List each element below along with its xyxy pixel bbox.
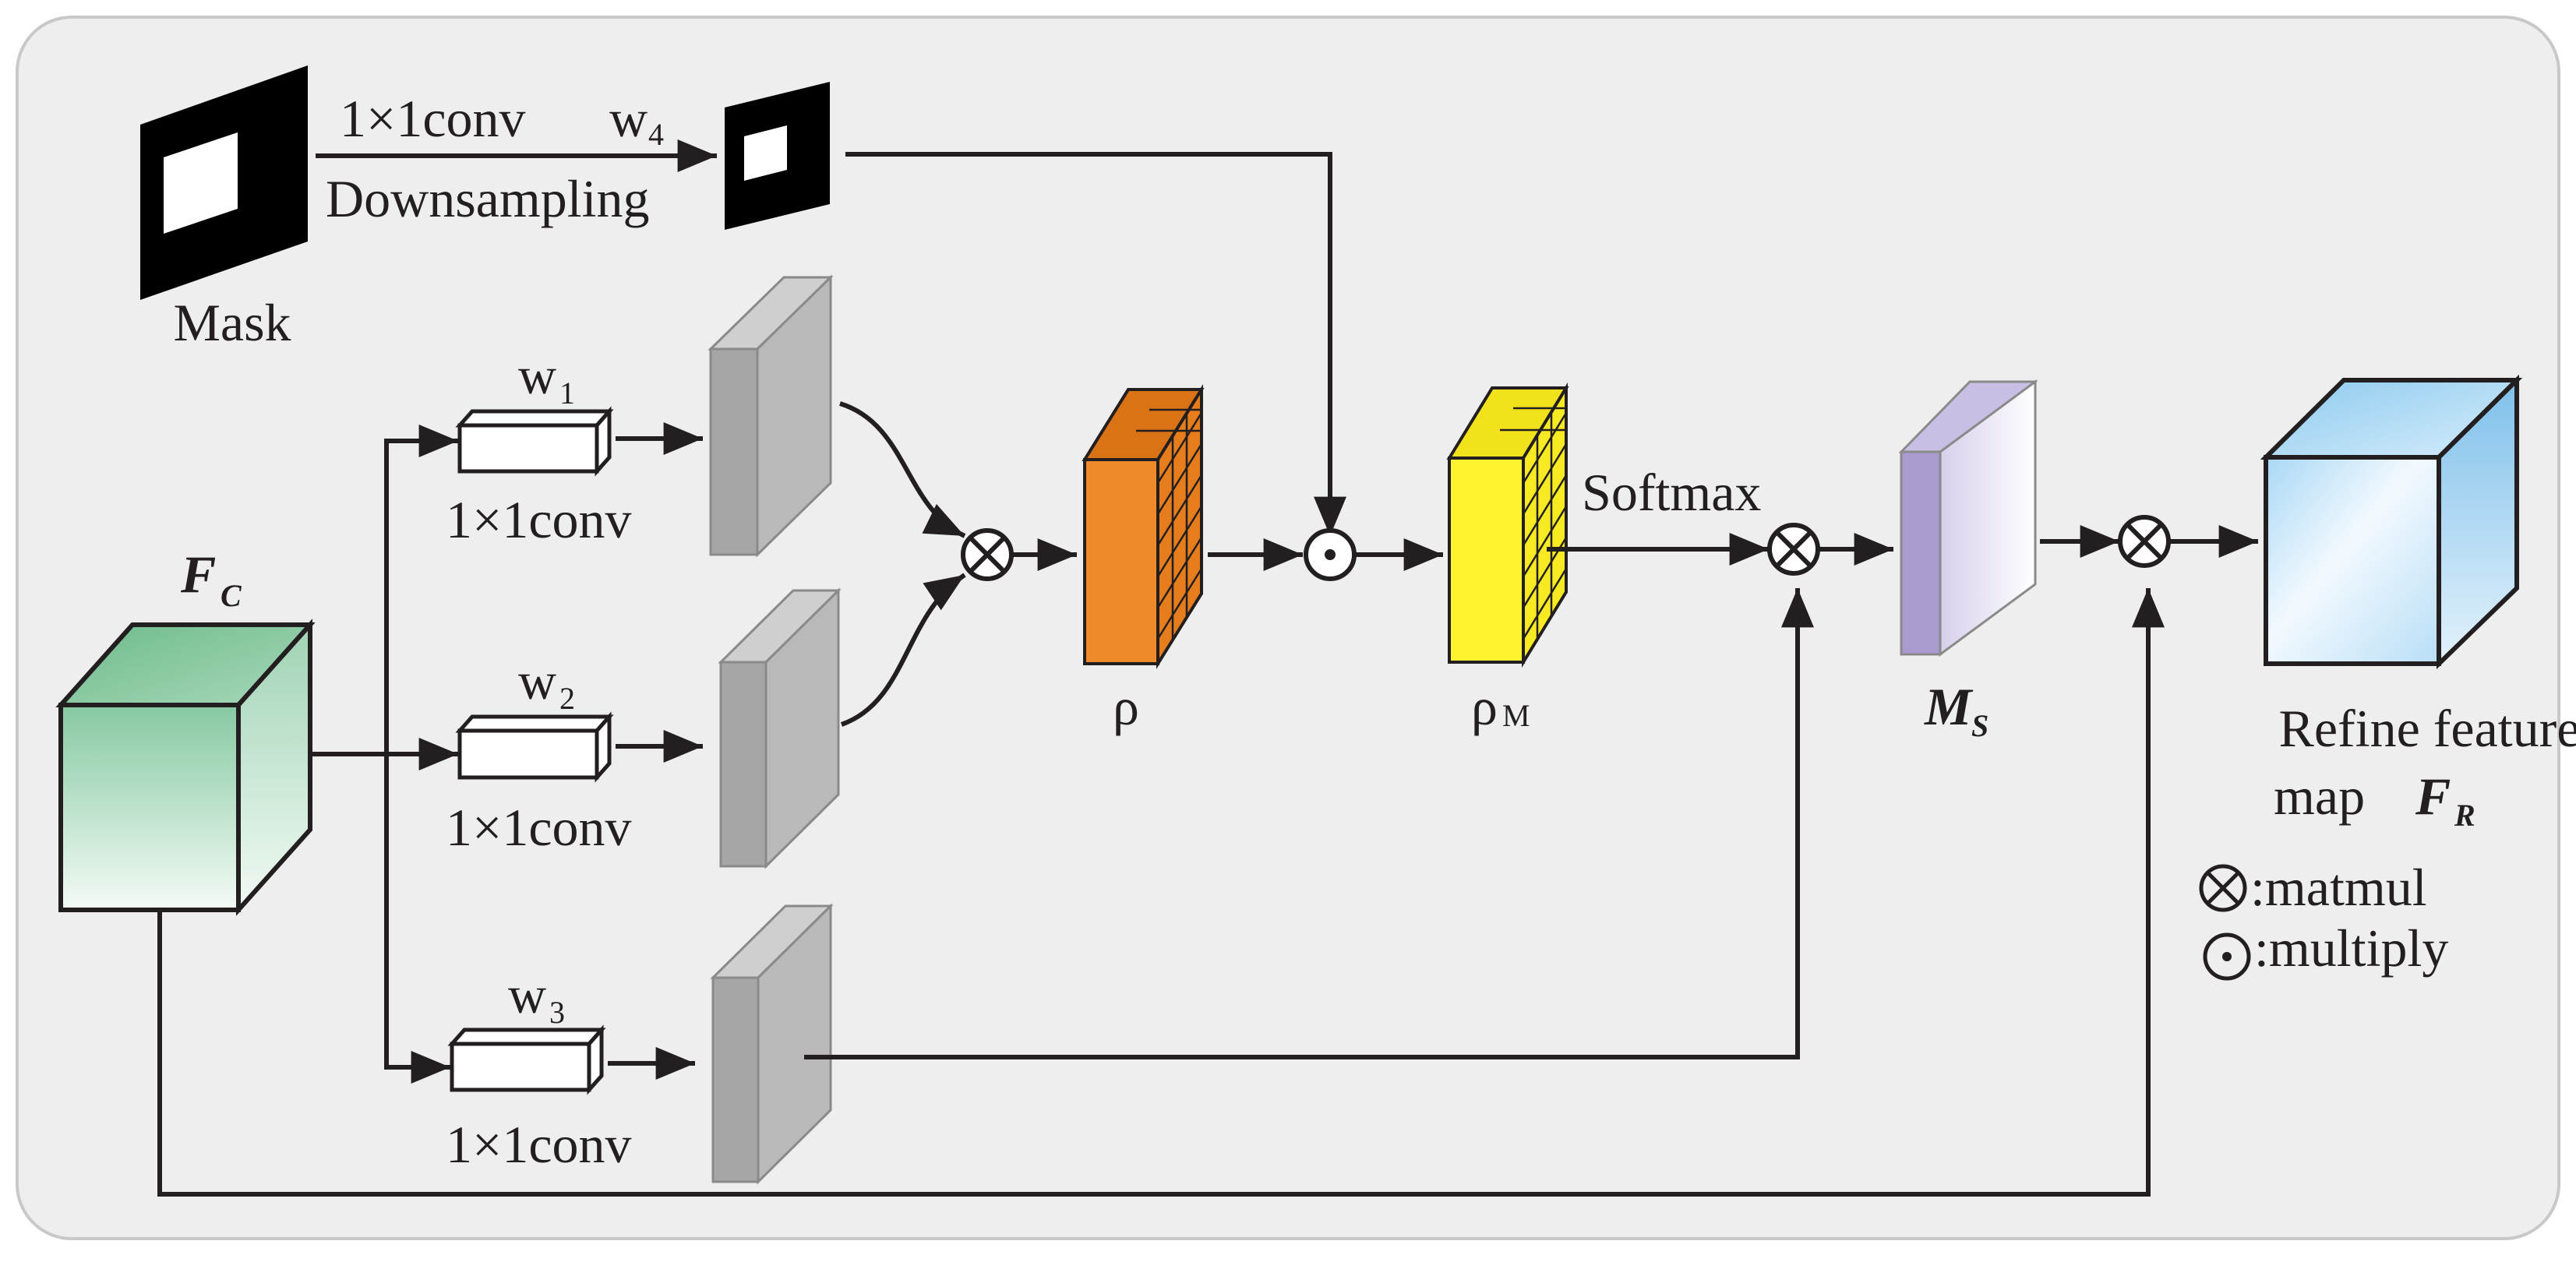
matmul-op-1: [961, 528, 1014, 581]
branch3-conv-label: 1×1conv: [446, 1115, 632, 1174]
branch2-conv-label: 1×1conv: [446, 798, 632, 857]
input-symbol-sub: C: [221, 578, 242, 613]
input-to-branch3-arrow: [384, 754, 450, 1084]
rho-m-masked-map: [1446, 382, 1569, 668]
fm2-to-matmul-curve: [840, 573, 966, 727]
odot-icon: [2203, 932, 2251, 981]
branch2-weight-sub: 2: [559, 681, 575, 716]
mask-label: Mask: [173, 293, 291, 352]
legend-matmul-text: :matmul: [2250, 858, 2427, 917]
conv-block-w3: [447, 1024, 606, 1095]
mask-to-multiply-arrow: [845, 152, 1346, 536]
branch1-weight: w: [518, 346, 556, 405]
mask-op-downsampling: Downsampling: [326, 169, 650, 228]
feature-map-2: [718, 587, 842, 869]
input-feature-cube: [55, 619, 316, 916]
rho-m-symbol-sub: M: [1502, 698, 1530, 733]
fm1-to-matmul-curve: [839, 401, 966, 538]
conv-block-w2: [455, 711, 614, 783]
output-feature-cube: [2260, 374, 2523, 670]
feature-map-1: [708, 274, 834, 558]
branch1-conv-label: 1×1conv: [446, 490, 632, 549]
ms-attention-map: [1898, 379, 2038, 657]
matmul-op-2: [1767, 523, 1820, 576]
rho-affinity-map: [1082, 384, 1205, 669]
otimes-icon: [2199, 864, 2247, 912]
multiply-op: [1304, 528, 1357, 581]
ms-symbol-sub: S: [1971, 708, 1988, 743]
downsampled-mask: [725, 82, 830, 230]
panel-background: [16, 16, 2560, 1240]
output-label-line2: map: [2274, 767, 2365, 826]
legend: :matmul :multiply: [2199, 858, 2448, 981]
output-label-line1: Refine feature: [2279, 699, 2576, 758]
mask-op-weight-sub: 4: [648, 117, 664, 152]
input-symbol: F: [180, 545, 216, 604]
branch3-weight: w: [508, 965, 546, 1024]
mask-op-conv: 1×1conv: [340, 89, 526, 148]
output-symbol-sub: R: [2454, 798, 2475, 833]
conv-block-w1: [455, 406, 614, 477]
branch3-weight-sub: 3: [549, 995, 565, 1030]
branch1-weight-sub: 1: [559, 375, 575, 411]
branch3-to-matmul-arrow: [804, 588, 1814, 1059]
rho-symbol: ρ: [1113, 677, 1139, 736]
input-to-branch1-arrow: [384, 425, 458, 754]
mask-image: [140, 65, 308, 300]
branch2-weight: w: [518, 651, 556, 710]
feature-map-3: [710, 903, 834, 1185]
rho-m-symbol: ρ: [1471, 677, 1498, 736]
matmul-op-3: [2118, 515, 2171, 568]
legend-multiply-text: :multiply: [2254, 918, 2448, 978]
residual-skip-arrow: [157, 588, 2165, 1197]
ms-symbol: M: [1924, 677, 1974, 736]
output-symbol: F: [2415, 767, 2451, 826]
mask-op-weight: w: [609, 89, 648, 148]
softmax-label: Softmax: [1582, 463, 1761, 522]
